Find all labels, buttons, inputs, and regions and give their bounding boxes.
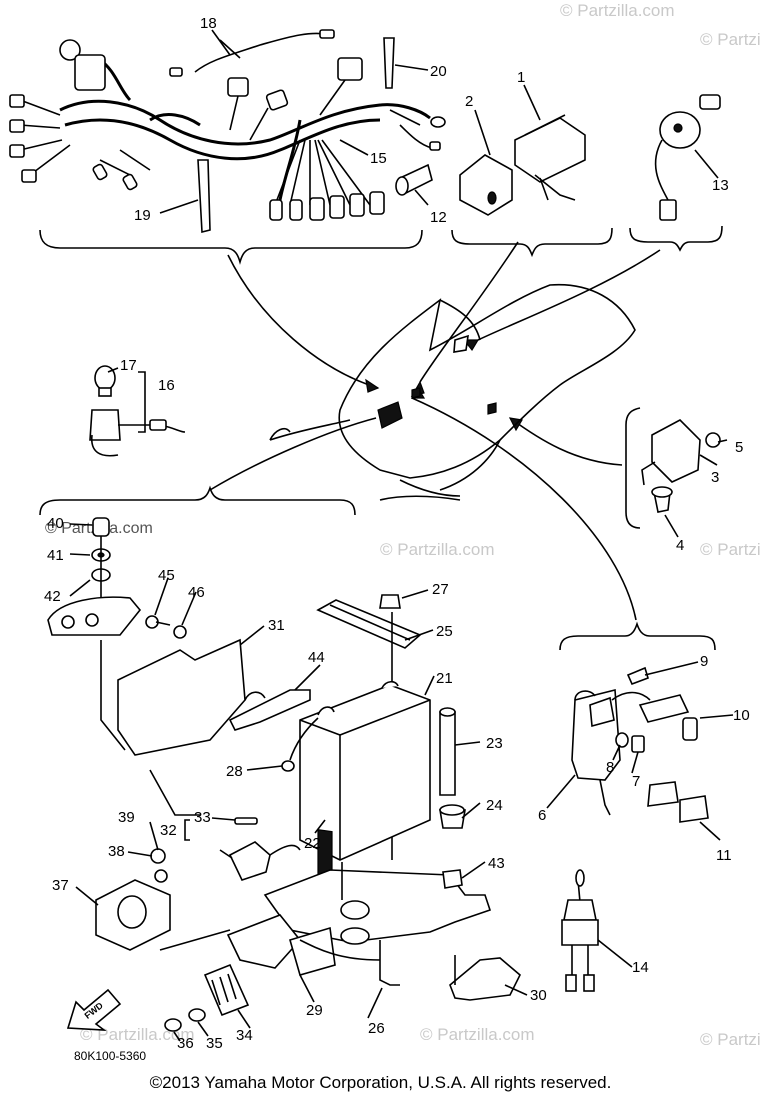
callout-22: 22: [304, 835, 321, 852]
part-44-bracket: [228, 689, 311, 731]
base-tray: [226, 862, 492, 986]
part-14-switch: [561, 869, 599, 992]
bracket-left-mid: [39, 485, 356, 516]
watermark: © Partzilla.com: [420, 1025, 535, 1044]
callout-10: 10: [733, 707, 750, 724]
callout-8: 8: [606, 759, 614, 776]
callout-28: 28: [226, 763, 243, 780]
callout-29: 29: [306, 1002, 323, 1019]
part-1-2-units: [459, 114, 586, 216]
part-13-switch: [654, 94, 721, 221]
callout-36: 36: [177, 1035, 194, 1052]
callout-30: 30: [530, 987, 547, 1004]
wire-harness: [9, 29, 446, 234]
callout-37: 37: [52, 877, 69, 894]
bracket-right-mid: [559, 621, 716, 651]
fwd-arrow: FWD: [66, 988, 122, 1031]
battery: [281, 680, 431, 893]
callout-7: 7: [632, 773, 640, 790]
callout-labels: 1 2 3 4 5 6 7 8 9 10 11 12 13 14 15 16 1…: [44, 15, 750, 1063]
bracket-32: [184, 819, 190, 841]
callout-1: 1: [517, 69, 525, 86]
watermark: © Partzilla.com: [380, 540, 495, 559]
part-30-bracket: [449, 957, 521, 1001]
callout-26: 26: [368, 1020, 385, 1037]
callout-17: 17: [120, 357, 137, 374]
callout-27: 27: [432, 581, 449, 598]
callout-32: 32: [160, 822, 177, 839]
callout-18: 18: [200, 15, 217, 32]
part-32-33: [219, 817, 301, 881]
callout-39: 39: [118, 809, 135, 826]
part-31-plate: [100, 615, 266, 816]
watermark: © Partzilla.com: [700, 30, 761, 49]
bracket-16: [138, 371, 146, 433]
callout-25: 25: [436, 623, 453, 640]
bracket-part-3: [625, 407, 641, 529]
callout-15: 15: [370, 150, 387, 167]
callout-40: 40: [47, 515, 64, 532]
callout-leaders: [69, 29, 734, 1042]
callout-34: 34: [236, 1027, 253, 1044]
part-23-24: [439, 707, 466, 829]
vehicle-body: [269, 283, 636, 501]
callout-38: 38: [108, 843, 125, 860]
callout-6: 6: [538, 807, 546, 824]
callout-44: 44: [308, 649, 325, 666]
watermark: © Partzilla.com: [80, 1025, 195, 1044]
callout-35: 35: [206, 1035, 223, 1052]
part-43-nut: [442, 869, 463, 889]
callout-23: 23: [486, 735, 503, 752]
parts-6-11: [571, 666, 709, 823]
callout-14: 14: [632, 959, 649, 976]
callout-46: 46: [188, 584, 205, 601]
callout-11: 11: [716, 847, 732, 864]
part-3-4-5: [641, 419, 721, 513]
callout-41: 41: [47, 547, 64, 564]
watermark: © Partzilla.com: [700, 540, 761, 559]
parts-37-39: [95, 848, 171, 951]
bracket-top-mid: [451, 227, 613, 258]
callout-43: 43: [488, 855, 505, 872]
diagram-code: 80K100-5360: [74, 1049, 146, 1063]
callout-16: 16: [158, 377, 175, 394]
callout-4: 4: [676, 537, 684, 554]
callout-3: 3: [711, 469, 719, 486]
callout-2: 2: [465, 93, 473, 110]
parts-40-42: [47, 517, 142, 636]
callout-19: 19: [134, 207, 151, 224]
callout-24: 24: [486, 797, 503, 814]
callout-9: 9: [700, 653, 708, 670]
parts-34-36: [159, 929, 250, 1032]
watermark: © Partzilla.com: [700, 1030, 761, 1049]
callout-21: 21: [436, 670, 453, 687]
callout-5: 5: [735, 439, 743, 456]
bracket-top-right: [629, 225, 723, 252]
bracket-top-left: [39, 229, 423, 265]
watermarks: © Partzilla.com © Partzilla.com © Partzi…: [45, 1, 761, 1049]
callout-33: 33: [194, 809, 211, 826]
callout-13: 13: [712, 177, 729, 194]
callout-42: 42: [44, 588, 61, 605]
callout-45: 45: [158, 567, 175, 584]
part-16-17-lamp: [89, 365, 186, 457]
callout-12: 12: [430, 209, 447, 226]
callout-31: 31: [268, 617, 285, 634]
watermark: © Partzilla.com: [560, 1, 675, 20]
copyright-notice: ©2013 Yamaha Motor Corporation, U.S.A. A…: [149, 1073, 612, 1092]
callout-20: 20: [430, 63, 447, 80]
